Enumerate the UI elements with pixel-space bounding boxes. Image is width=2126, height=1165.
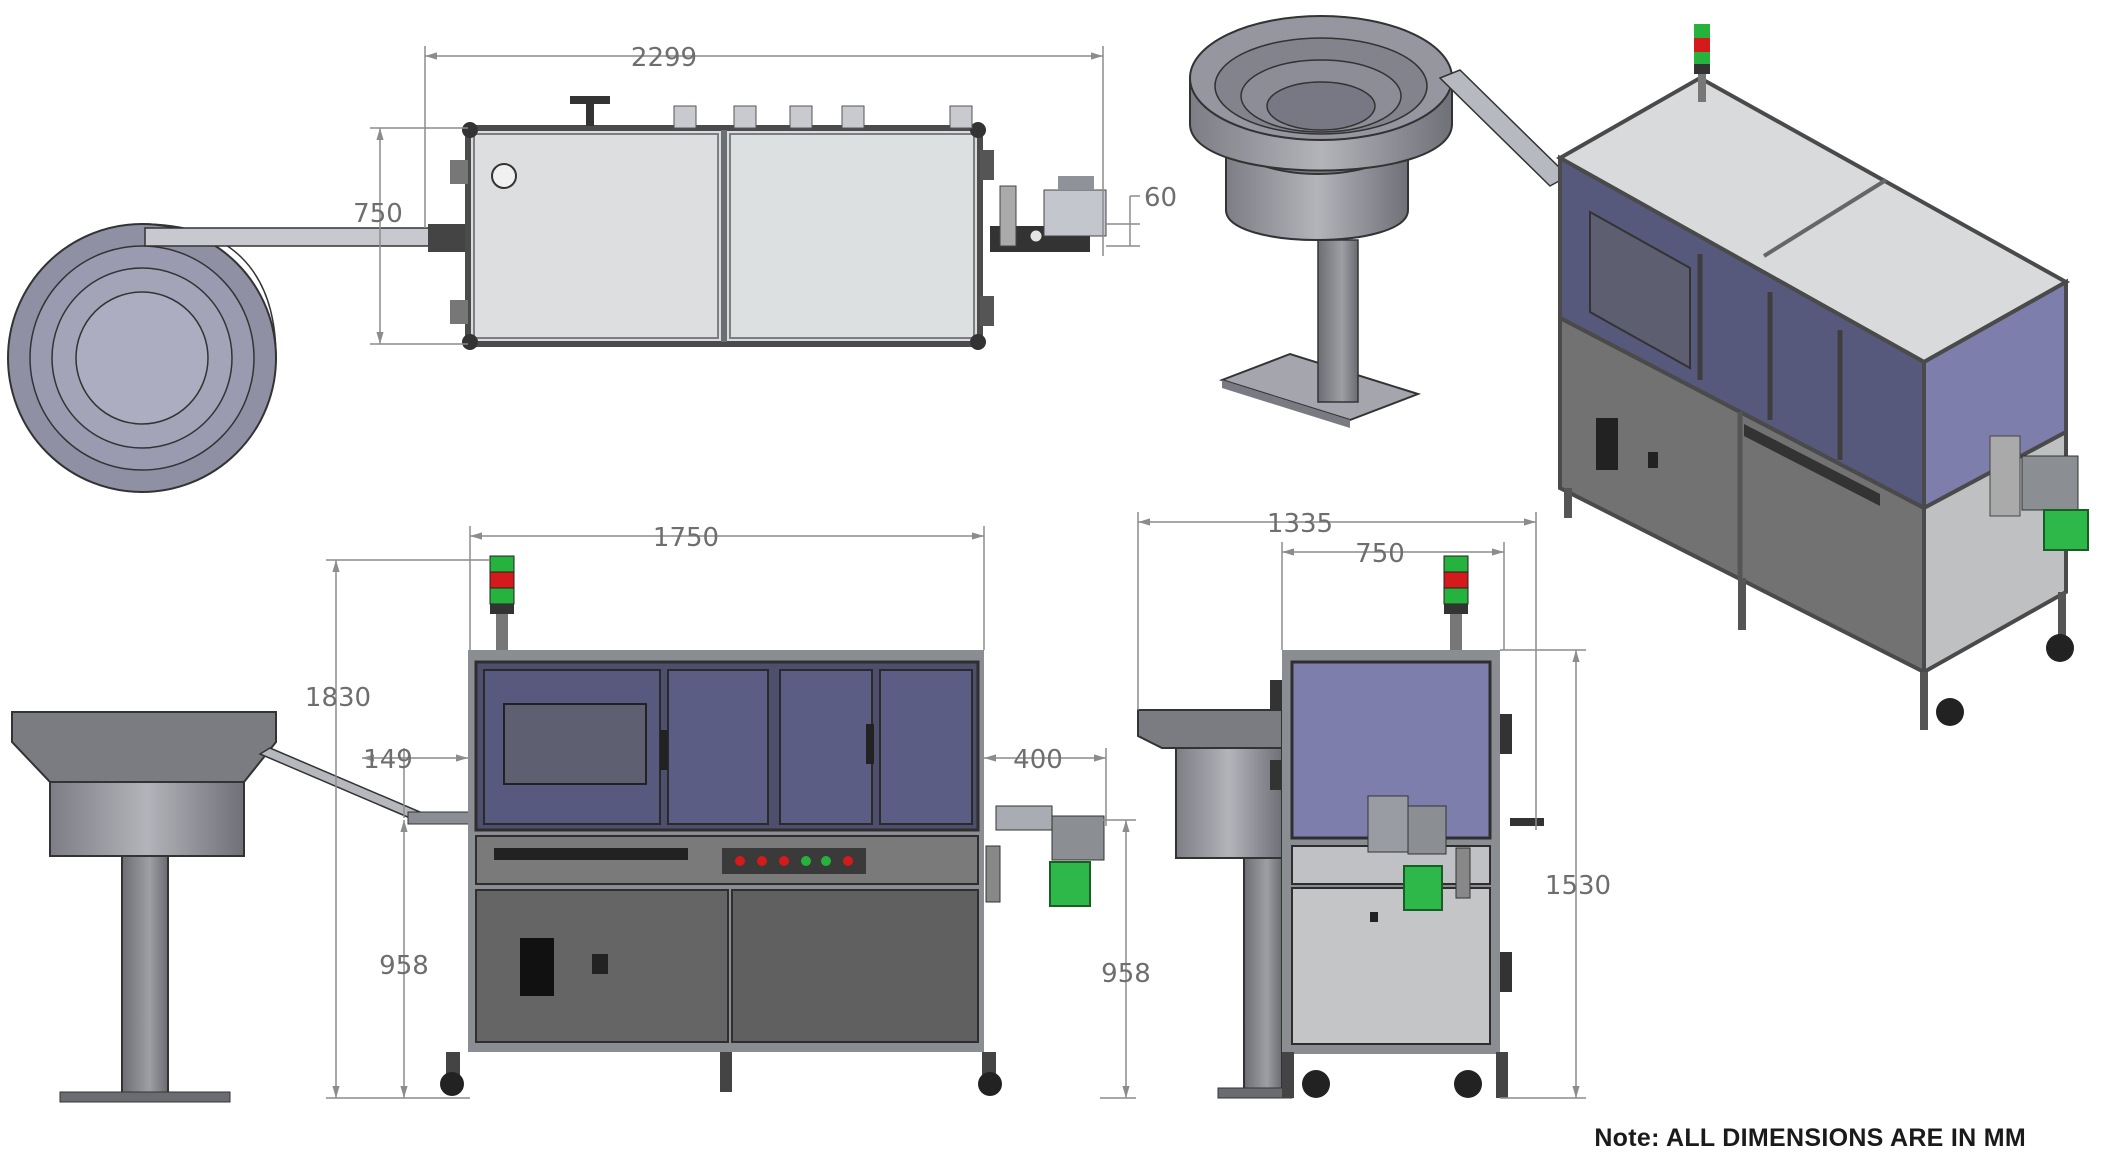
feeder-chute-iso (1438, 69, 1570, 187)
dim-front-side-ext: 400 (1013, 745, 1063, 775)
dim-front-feed-offset: 149 (363, 745, 413, 775)
top-dimensions (370, 46, 1140, 345)
vibratory-bowl-iso (1189, 15, 1453, 428)
dim-front-motor-height: 958 (1101, 959, 1151, 989)
side-dimensions (1137, 512, 1586, 1099)
isometric-view (1189, 15, 2089, 730)
feeder-track-top (144, 227, 436, 247)
dim-top-width: 750 (353, 199, 403, 229)
motor-assembly-top (990, 176, 1107, 252)
vibratory-bowl-top (7, 223, 277, 493)
dim-front-height: 1830 (305, 683, 371, 713)
machine-top (450, 96, 994, 350)
dim-side-cabinet-depth: 750 (1355, 539, 1405, 569)
machine-side (1270, 555, 1544, 1098)
machine-iso (1555, 24, 2089, 730)
units-note: Note: ALL DIMENSIONS ARE IN MM (1594, 1124, 2026, 1152)
front-dimensions (326, 526, 1136, 1099)
vibratory-bowl-side (1137, 709, 1293, 1099)
dim-front-width: 1750 (653, 523, 719, 553)
dim-front-feed-height: 958 (379, 951, 429, 981)
vibratory-bowl-front (11, 711, 471, 1103)
top-view: 2299 750 60 (7, 43, 1177, 493)
track-clamp (428, 224, 468, 252)
front-view: 1750 1830 149 400 958 958 (11, 523, 1151, 1103)
machine-front (440, 555, 1105, 1096)
dim-side-height: 1530 (1545, 871, 1611, 901)
dim-top-offset: 60 (1144, 183, 1177, 213)
side-view: 1335 750 1530 (1137, 509, 1611, 1099)
dim-side-total-depth: 1335 (1267, 509, 1333, 539)
dim-top-length: 2299 (631, 43, 697, 73)
